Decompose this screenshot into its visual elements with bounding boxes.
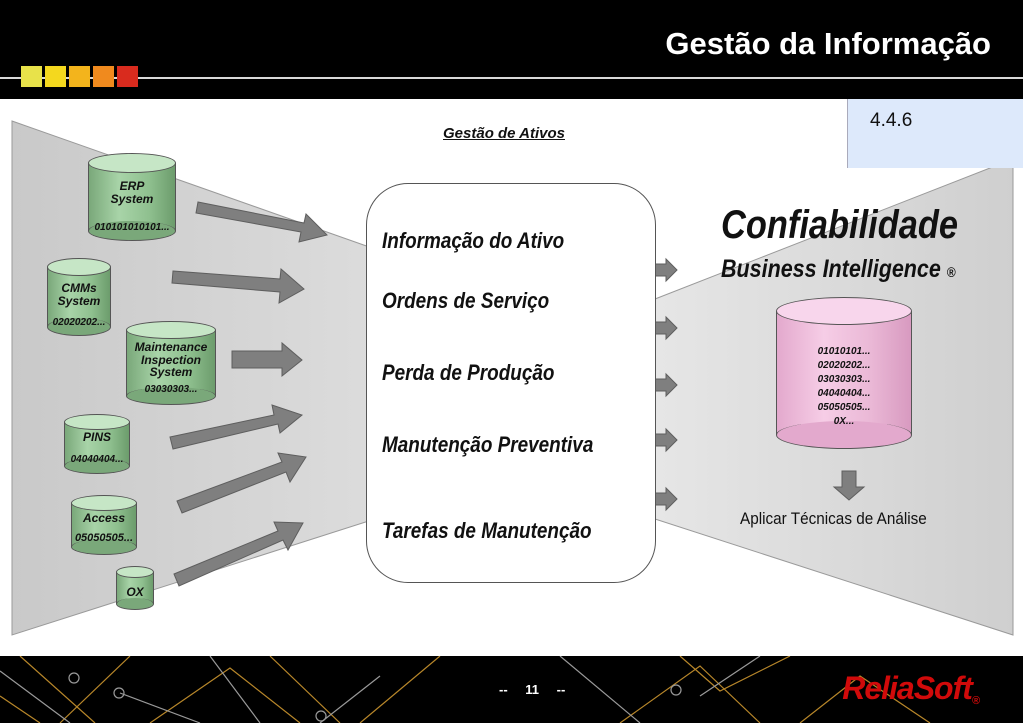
version-text: 4.4.6 (870, 110, 913, 131)
bi-database-line-6: 0X... (833, 416, 855, 427)
access-data: 05050505... (74, 532, 134, 544)
access-label: Access (82, 511, 126, 525)
header-square-5 (117, 66, 138, 87)
down-arrow (832, 470, 866, 501)
maintenance-inspection-system-database: Maintenance Inspection System 03030303..… (126, 321, 216, 405)
page-number-area: -- 11 -- (492, 682, 572, 697)
center-item-4: Manutenção Preventiva (382, 432, 594, 457)
business-intelligence-title: Business Intelligence ® (721, 255, 956, 284)
bi-database-line-1: 01010101... (817, 346, 871, 357)
header-square-2 (45, 66, 66, 87)
bi-database-line-5: 05050505... (817, 402, 871, 413)
erp-system-data: 010101010101... (94, 222, 170, 233)
header-square-3 (69, 66, 90, 87)
bi-database-line-3: 03030303... (817, 374, 871, 385)
page-title: Gestão da Informação (665, 26, 991, 61)
maintenance-inspection-system-data: 03030303... (144, 384, 198, 395)
input-arrow-5 (176, 452, 307, 514)
content-area: Gestão de Ativos 4.4.6 ERP System 010101… (0, 99, 1023, 656)
bi-database: 01010101... 02020202... 03030303... 0404… (776, 297, 912, 449)
logo-text: ReliaSoft (842, 670, 973, 706)
erp-system-database: ERP System 010101010101... (88, 153, 176, 241)
header-square-1 (21, 66, 42, 87)
header-divider (0, 77, 1023, 79)
logo-registered-mark: ® (971, 695, 980, 707)
input-arrow-2 (171, 267, 305, 304)
bi-database-line-2: 02020202... (817, 360, 871, 371)
input-arrow-6 (173, 521, 304, 587)
business-intelligence-text: Business Intelligence (721, 255, 941, 283)
footer-decorative-lines (0, 656, 931, 723)
maintenance-inspection-system-label: Maintenance Inspection System (134, 340, 208, 380)
ox-database: OX (116, 566, 154, 610)
access-database: Access 05050505... (71, 495, 137, 555)
subtitle: Gestão de Ativos (443, 125, 565, 142)
ox-label: OX (126, 585, 144, 599)
erp-system-label: ERP System (110, 179, 154, 206)
pins-database: PINS 04040404... (64, 414, 130, 474)
cmms-system-data: 02020202... (52, 317, 106, 328)
header-square-4 (93, 66, 114, 87)
confiabilidade-title: Confiabilidade (721, 203, 958, 247)
center-box: Informação do Ativo Ordens de Serviço Pe… (366, 183, 656, 583)
page-dash-right: -- (556, 682, 566, 697)
center-item-3: Perda de Produção (382, 360, 555, 385)
center-item-2: Ordens de Serviço (382, 288, 550, 313)
registered-mark: ® (946, 264, 956, 280)
cmms-system-label: CMMs System (57, 281, 101, 308)
version-box: 4.4.6 (847, 99, 1023, 168)
pins-data: 04040404... (70, 454, 124, 465)
center-item-5: Tarefas de Manutenção (382, 518, 592, 543)
pins-label: PINS (82, 430, 111, 444)
cmms-system-database: CMMs System 02020202... (47, 258, 111, 336)
analysis-label: Aplicar Técnicas de Análise (740, 509, 927, 528)
bi-database-line-4: 04040404... (817, 388, 871, 399)
footer: -- 11 -- ReliaSoft® (0, 656, 1023, 723)
input-arrow-3 (231, 341, 303, 378)
page-number: 11 (525, 682, 540, 697)
page-dash-left: -- (499, 682, 508, 697)
center-item-1: Informação do Ativo (382, 228, 565, 253)
input-arrow-4 (169, 404, 304, 450)
input-arrow-1 (195, 201, 328, 243)
reliasoft-logo: ReliaSoft® (842, 670, 980, 707)
